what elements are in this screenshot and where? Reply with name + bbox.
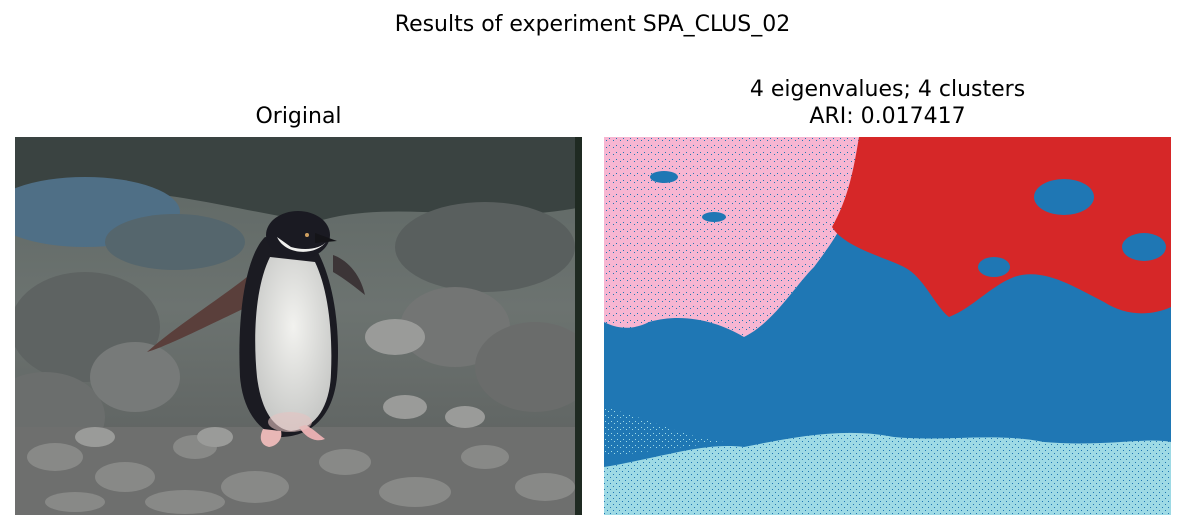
figure-title: Results of experiment SPA_CLUS_02 — [394, 12, 791, 37]
segmentation-panel-title: 4 eigenvalues; 4 clusters ARI: 0.017417 — [604, 76, 1171, 130]
original-title-line: Original — [255, 104, 342, 129]
segmentation-title-line-1: 4 eigenvalues; 4 clusters — [749, 77, 1026, 102]
original-image — [15, 137, 582, 515]
segmentation-title-line-2: ARI: 0.017417 — [809, 104, 966, 129]
segmentation-image — [604, 137, 1171, 515]
original-panel-title: Original — [15, 103, 582, 130]
